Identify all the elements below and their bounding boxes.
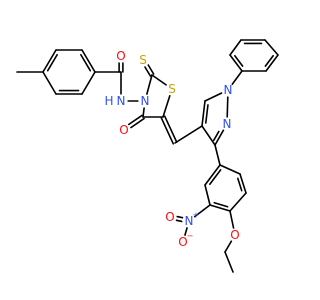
atom-label-n: N xyxy=(117,94,126,108)
bond-c2-s1 xyxy=(151,74,168,86)
bond-nn-no1-a xyxy=(176,215,184,219)
atom-label-o: O xyxy=(178,235,187,249)
bond-t4-t5 xyxy=(81,71,96,95)
bond-s1-c5 xyxy=(162,94,171,118)
bond-a4-a5 xyxy=(229,192,247,212)
atom-n3: N xyxy=(138,94,152,108)
bond-pn1-ph1 xyxy=(231,70,243,86)
atom-background xyxy=(182,214,196,228)
atom-label-s: S xyxy=(168,82,176,96)
bond-pn2-p3 xyxy=(214,129,225,146)
bond-p4-p5 xyxy=(201,100,206,127)
atom-label-n: N xyxy=(141,94,150,108)
atom-background xyxy=(117,123,131,137)
atom-nh: NH xyxy=(104,94,128,108)
atom-background xyxy=(165,82,179,96)
bond-nn-no1-b xyxy=(175,219,183,223)
bond-p5-pn1 xyxy=(204,92,223,102)
atom-background xyxy=(228,228,242,242)
bond-a5-a6 xyxy=(239,173,247,194)
atom-background xyxy=(114,94,128,108)
atom-label-n: N xyxy=(223,117,232,131)
bond-p3-p4 xyxy=(201,125,216,146)
atom-label-o: O xyxy=(165,210,174,224)
bond-ph5-ph6-inner xyxy=(264,54,274,67)
bond-t3-t4 xyxy=(81,49,96,73)
bond-a3-a4-inner xyxy=(213,201,229,208)
bond-a3-nn xyxy=(193,204,211,218)
bond-nn-no2 xyxy=(184,226,188,237)
atom-background xyxy=(163,210,177,224)
bond-ph2-ph3 xyxy=(229,39,242,56)
bond-a6-a1 xyxy=(219,164,241,175)
atom-oe: O xyxy=(228,228,242,242)
bond-t3-t4-inner xyxy=(80,53,92,72)
atom-no2: O− xyxy=(176,232,194,249)
bond-c4-o2-a xyxy=(127,114,143,126)
bond-a1-a2 xyxy=(204,164,221,186)
atom-background xyxy=(138,94,152,108)
atom-background xyxy=(221,83,235,97)
bond-a4-oe xyxy=(229,210,235,229)
atom-background xyxy=(114,49,128,63)
atom-charge: − xyxy=(187,232,194,241)
atom-o2: O xyxy=(117,123,131,137)
bond-n3-c2 xyxy=(146,74,153,96)
atom-pn1: N xyxy=(221,83,235,97)
atom-charge: + xyxy=(193,211,200,220)
atom-label-o: O xyxy=(116,49,125,63)
bond-ch-p4 xyxy=(174,125,203,144)
bond-p3-a1 xyxy=(214,144,221,166)
bond-layer xyxy=(16,39,279,273)
bond-ph5-ph6 xyxy=(265,54,279,72)
atom-label-n: N xyxy=(224,83,233,97)
bond-c5-ch-b xyxy=(163,115,178,144)
atom-background xyxy=(220,117,234,131)
bond-t1-t2-inner xyxy=(46,53,58,72)
bond-a3-a4 xyxy=(209,204,231,212)
atom-label-o: O xyxy=(119,123,128,137)
bond-t6-t1 xyxy=(42,71,57,95)
atom-s1: S xyxy=(165,82,179,96)
atom-no1: O xyxy=(163,210,177,224)
bond-a1-a2-inner xyxy=(209,169,222,186)
bond-a2-a3 xyxy=(204,184,211,206)
bond-p4-p5-inner xyxy=(204,104,209,124)
bond-ph1-ph2-inner xyxy=(234,54,244,67)
bond-c2-s2-b xyxy=(144,66,152,77)
bond-ph4-ph5 xyxy=(264,39,279,56)
atom-background xyxy=(136,53,150,67)
atom-hydrogen-label: H xyxy=(104,94,113,108)
atom-label-o: O xyxy=(230,228,239,242)
bond-a5-a6-inner xyxy=(237,177,243,192)
bond-pn2-p3-inner xyxy=(212,130,220,142)
bond-ph1-ph2 xyxy=(229,54,243,72)
atom-pn2: N xyxy=(220,117,234,131)
bond-c2-s2-a xyxy=(147,64,155,75)
atom-label-n: N xyxy=(185,214,194,228)
atom-nn: N+ xyxy=(182,211,200,228)
bond-oe-e1 xyxy=(224,240,233,253)
bond-e1-e2 xyxy=(224,251,234,273)
bond-t1-t2 xyxy=(42,49,57,73)
bond-c4-o2-b xyxy=(130,117,145,129)
atom-label-s: S xyxy=(139,53,147,67)
bond-pn1-pn2 xyxy=(226,96,229,118)
bond-c5-ch-a xyxy=(160,116,175,145)
atom-background xyxy=(176,235,190,249)
bond-c4-n3 xyxy=(142,107,145,118)
atom-s2: S xyxy=(136,53,150,67)
atom-o1: O xyxy=(114,49,128,63)
